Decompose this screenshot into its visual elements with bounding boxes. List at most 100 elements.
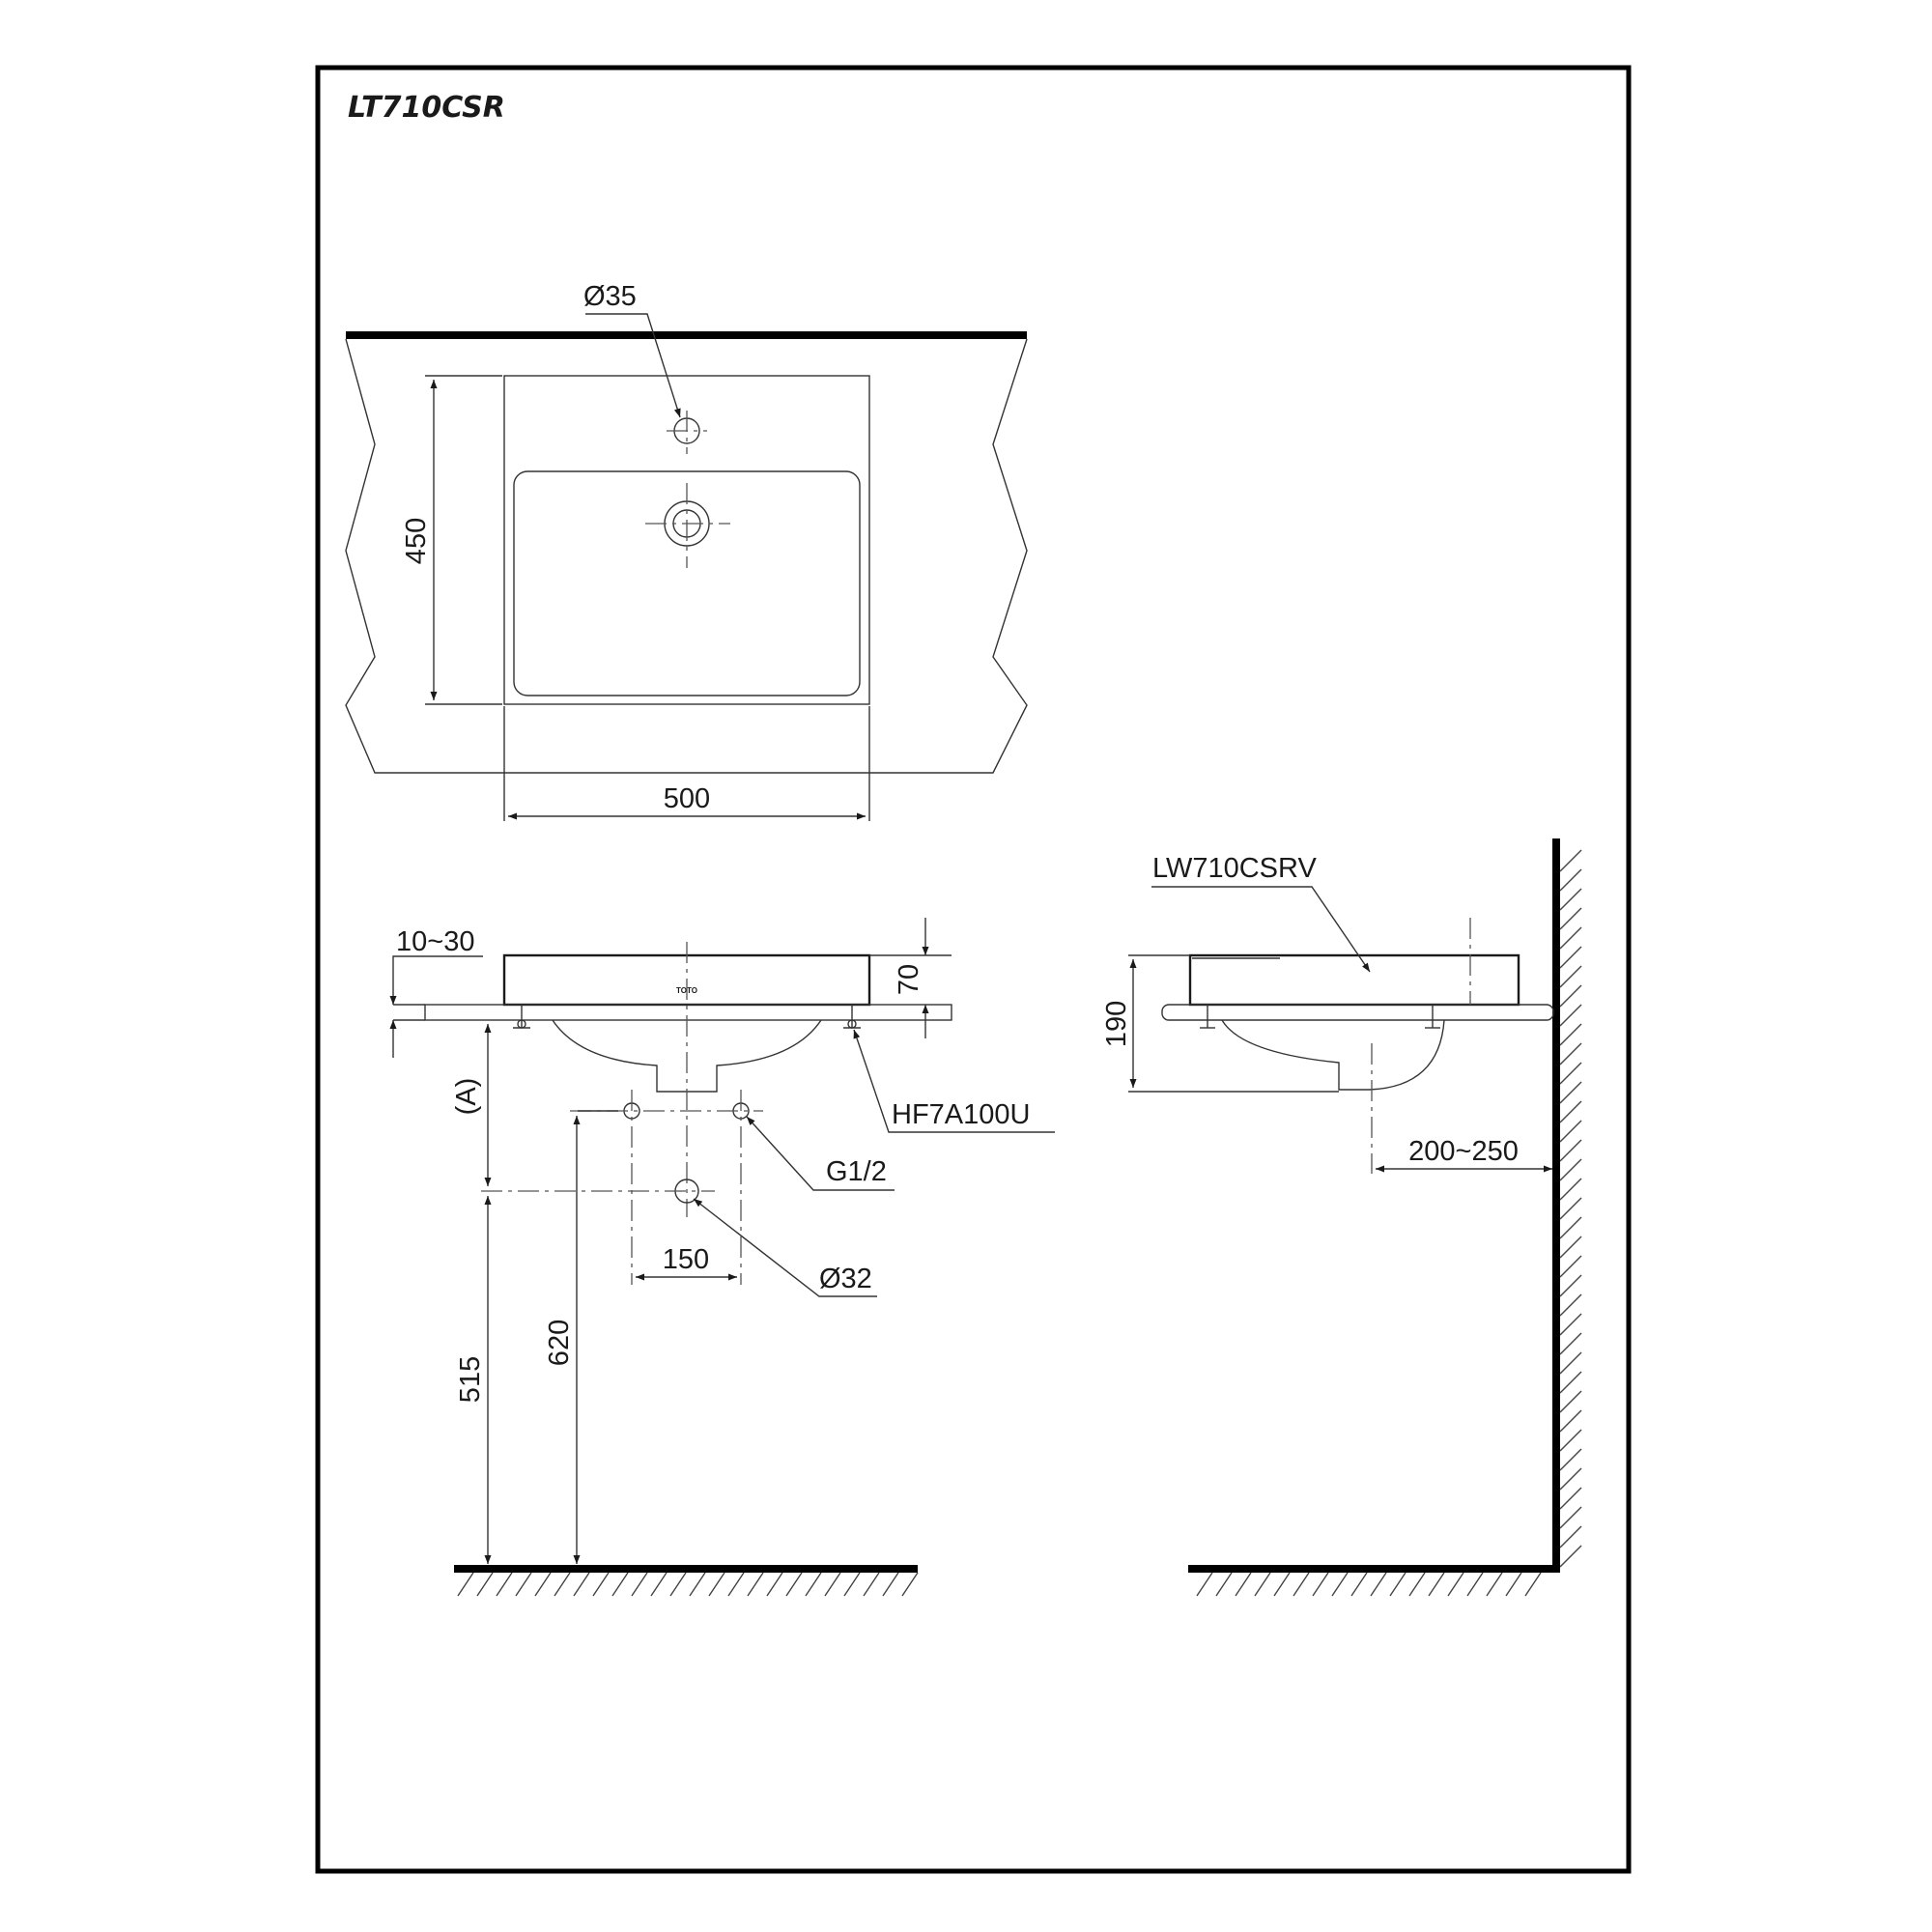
hatch-line [766,1572,783,1597]
hatch-line [1559,1062,1582,1085]
hatch-line [1466,1572,1484,1597]
faucet-hole-label: Ø35 [583,281,637,312]
hatch-line [1559,1390,1582,1413]
hatch-line [476,1572,494,1597]
hatch-line [1559,984,1582,1008]
hatch-line [1559,1023,1582,1046]
hatch-line [1215,1572,1233,1597]
hatch-line [457,1572,474,1597]
drain-offset-label: (A) [451,1078,482,1116]
hatch-line [901,1572,919,1597]
basin-height-label: 70 [894,964,924,995]
hatch-line [534,1572,552,1597]
hatch-line [1524,1572,1542,1597]
hatch-line [1559,1429,1582,1452]
hatch-line [631,1572,648,1597]
hatch-line [515,1572,532,1597]
hatch-line [1559,1178,1582,1201]
hatch-line [554,1572,571,1597]
side-view: LW710CSRV 190 200~250 [1101,838,1582,1597]
hatch-line [727,1572,745,1597]
hatch-line [1370,1572,1387,1597]
hatch-line [708,1572,725,1597]
hatch-line [1559,1525,1582,1548]
hatch-line [1559,926,1582,950]
hatch-line [1559,1081,1582,1104]
hatch-line [1428,1572,1445,1597]
sheet-border [315,65,1632,1874]
hatch-line [1559,1100,1582,1123]
clip-left [513,1005,530,1029]
bowl-outline [513,470,861,696]
side-height-label: 190 [1101,1001,1132,1047]
hatch-line [863,1572,880,1597]
depth-label: 450 [401,518,432,564]
hatch-line [785,1572,803,1597]
clip-part-label: HF7A100U [892,1099,1030,1130]
supply-thread-label: G1/2 [826,1156,887,1187]
hatch-line [592,1572,610,1597]
side-clip-right [1425,1005,1440,1029]
floor-hatch-side [1196,1572,1542,1597]
hatch-line [1293,1572,1310,1597]
side-clip-left [1200,1005,1215,1029]
hatch-line [747,1572,764,1597]
hatch-line [1559,946,1582,969]
hatch-line [573,1572,590,1597]
hatch-line [1196,1572,1213,1597]
front-view: TOTO 10~30 70 HF7A100U (A) G1/2 Ø32 [389,918,1055,1597]
hatch-line [1254,1572,1271,1597]
hatch-line [1559,1506,1582,1529]
hatch-line [1559,849,1582,872]
floor-hatch-front [457,1572,919,1597]
hatch-line [1486,1572,1503,1597]
hatch-line [1559,1293,1582,1317]
basin-outline [503,375,870,705]
hatch-line [1559,1216,1582,1239]
hatch-line [1559,1120,1582,1143]
hatch-line [1559,1409,1582,1433]
hatch-line [1559,965,1582,988]
hatch-line [1312,1572,1329,1597]
hatch-line [669,1572,687,1597]
hatch-line [1559,868,1582,892]
hatch-line [1331,1572,1349,1597]
hatch-line [824,1572,841,1597]
hatch-line [689,1572,706,1597]
hatch-line [1559,1255,1582,1278]
hatch-line [1559,907,1582,930]
hatch-line [1559,1004,1582,1027]
drain-height-label: 515 [455,1356,486,1403]
hatch-line [1559,1371,1582,1394]
hatch-line [611,1572,629,1597]
hatch-line [650,1572,668,1597]
model-title: LT710CSR [348,91,505,125]
hatch-line [1559,1467,1582,1491]
hatch-line [1350,1572,1368,1597]
hatch-line [1559,1139,1582,1162]
hatch-line [1559,1042,1582,1065]
hatch-line [1559,1487,1582,1510]
hatch-line [1559,1158,1582,1181]
hatch-line [1559,1332,1582,1355]
clip-right [843,1005,861,1029]
hatch-line [1559,1197,1582,1220]
hatch-line [1389,1572,1406,1597]
wall-hatch [1559,849,1582,1568]
hatch-line [1408,1572,1426,1597]
hatch-line [1559,1236,1582,1259]
side-basin-rim [1188,953,1520,1007]
hatch-line [1235,1572,1252,1597]
hatch-line [1505,1572,1522,1597]
hatch-line [1559,1351,1582,1375]
side-part-label: LW710CSRV [1152,853,1317,884]
supply-height-label: 620 [544,1320,575,1366]
hatch-line [882,1572,899,1597]
width-label: 500 [664,783,710,814]
counter-thickness-label: 10~30 [396,926,474,957]
hatch-line [1559,1545,1582,1568]
hatch-line [843,1572,861,1597]
hatch-line [496,1572,513,1597]
hatch-line [1559,1448,1582,1471]
